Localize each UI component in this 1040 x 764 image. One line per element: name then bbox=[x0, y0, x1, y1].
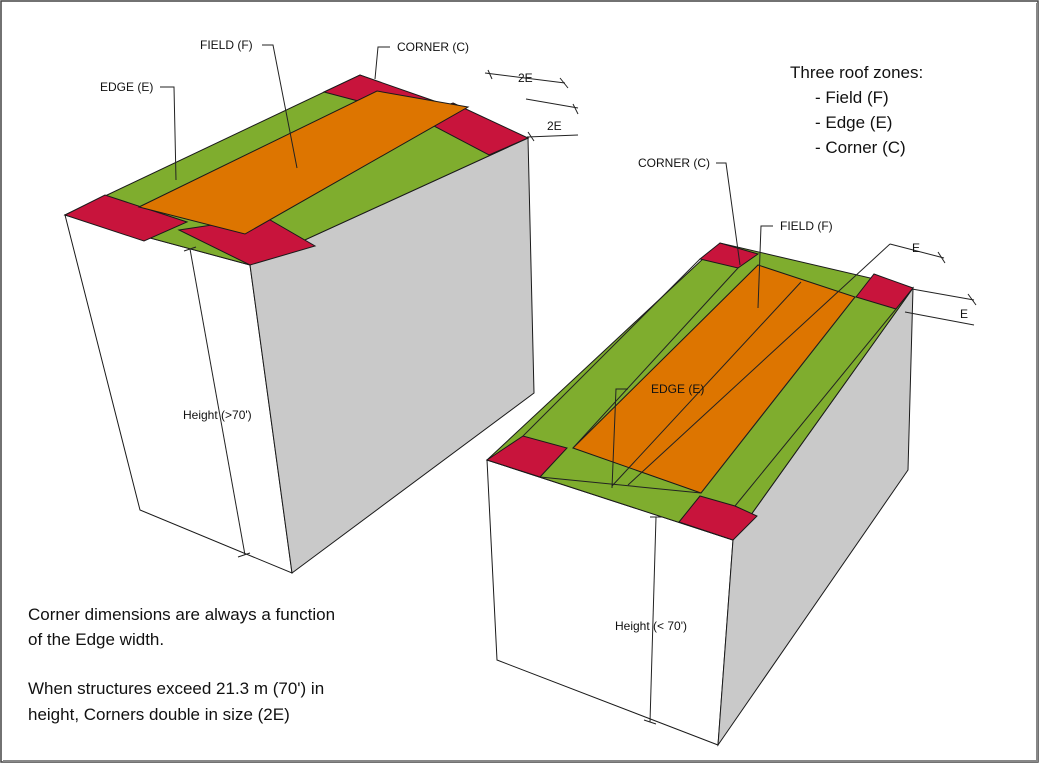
legend-item-field: - Field (F) bbox=[815, 88, 889, 107]
short-corner-back bbox=[698, 242, 760, 269]
legend-item-corner: - Corner (C) bbox=[815, 138, 906, 157]
tall-dim-2e-top: 2E bbox=[518, 71, 533, 85]
short-edge-label: EDGE (E) bbox=[651, 382, 704, 396]
short-building bbox=[485, 162, 977, 747]
short-height-label: Height (< 70') bbox=[615, 619, 687, 633]
short-corner-front bbox=[678, 495, 758, 541]
tall-height-label: Height (>70') bbox=[183, 408, 252, 422]
short-corner-right bbox=[855, 273, 914, 310]
short-corner-label: CORNER (C) bbox=[638, 156, 710, 170]
tall-corner-left bbox=[63, 194, 189, 242]
note-line-4: height, Corners double in size (2E) bbox=[28, 705, 290, 724]
note-line-2: of the Edge width. bbox=[28, 630, 164, 649]
legend-item-edge: - Edge (E) bbox=[815, 113, 892, 132]
short-dim-e-top: E bbox=[912, 241, 920, 255]
tall-dim-2e-side: 2E bbox=[547, 119, 562, 133]
tall-edge-label: EDGE (E) bbox=[100, 80, 153, 94]
short-dim-e-side: E bbox=[960, 307, 968, 321]
short-field-label: FIELD (F) bbox=[780, 219, 833, 233]
legend-title: Three roof zones: bbox=[790, 63, 923, 82]
tall-corner-label: CORNER (C) bbox=[397, 40, 469, 54]
note-line-1: Corner dimensions are always a function bbox=[28, 605, 335, 624]
tall-building bbox=[63, 44, 579, 574]
tall-field-zone bbox=[137, 90, 470, 235]
short-corner-left bbox=[485, 435, 568, 478]
labels: FIELD (F) CORNER (C) EDGE (E) 2E 2E Heig… bbox=[28, 38, 968, 724]
tall-field-label: FIELD (F) bbox=[200, 38, 253, 52]
note-line-3: When structures exceed 21.3 m (70') in bbox=[28, 679, 324, 698]
